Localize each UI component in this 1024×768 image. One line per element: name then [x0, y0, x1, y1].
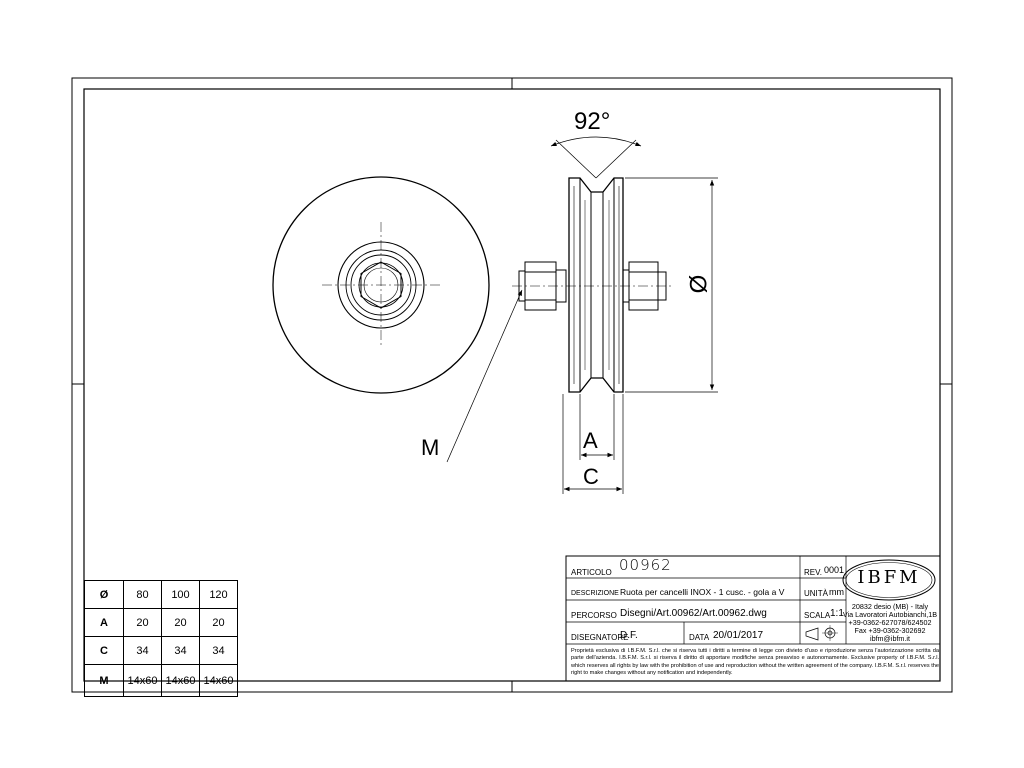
title-block-grid — [565, 555, 941, 682]
table-cell: 20 — [161, 608, 200, 637]
table-row-label: Ø — [84, 580, 124, 609]
percorso-value: Disegni/Art.00962/Art.00962.dwg — [620, 608, 767, 619]
descrizione-label: DESCRIZIONE — [571, 590, 619, 597]
company-phone: +39-0362-627078/624502 — [848, 618, 932, 627]
diameter-label: Ø — [685, 274, 713, 294]
drawing-frame — [71, 77, 953, 693]
data-value: 20/01/2017 — [713, 630, 764, 641]
company-logo — [842, 559, 936, 601]
table-row-label: M — [84, 664, 124, 697]
table-cell: 34 — [123, 636, 162, 665]
table-row-label: A — [84, 608, 124, 637]
data-label: DATA — [689, 633, 710, 642]
copyright-note: Proprietà esclusiva di I.B.F.M. S.r.l. c… — [571, 648, 939, 677]
table-row: M 14x60 14x60 14x60 — [84, 664, 238, 697]
articolo-value: 00962 — [619, 556, 672, 574]
rev-label: REV. — [804, 568, 822, 577]
articolo-label: ARTICOLO — [571, 568, 612, 577]
company-logo-text: IBFM — [857, 567, 921, 588]
percorso-label: PERCORSO — [571, 611, 617, 620]
company-address-line: 20832 desio (MB) - Italy — [851, 602, 929, 611]
dimension-table: Ø 80 100 120 A 20 20 20 C 34 34 34 M 14x… — [84, 580, 238, 697]
table-row-label: C — [84, 636, 124, 665]
rev-value: 0001 — [824, 565, 845, 575]
table-cell: 14x60 — [161, 664, 200, 697]
groove-width-label: A — [583, 428, 598, 453]
table-cell: 34 — [161, 636, 200, 665]
table-cell: 100 — [161, 580, 200, 609]
wheel-side-view — [512, 177, 674, 393]
table-cell: 80 — [123, 580, 162, 609]
disegnatore-label: DISEGNATORE — [571, 633, 629, 642]
table-row: A 20 20 20 — [84, 608, 238, 637]
angle-label: 92° — [574, 108, 611, 135]
company-email: ibfm@ibfm.it — [869, 634, 911, 643]
bolt-label: M — [421, 435, 440, 460]
unita-value: mm — [829, 587, 844, 597]
unita-label: UNITÀ — [804, 589, 828, 598]
scala-label: SCALA — [804, 611, 831, 620]
table-row: Ø 80 100 120 — [84, 580, 238, 609]
table-cell: 14x60 — [199, 664, 238, 697]
scala-value: 1:1 — [830, 608, 844, 619]
table-cell: 14x60 — [123, 664, 162, 697]
table-cell: 34 — [199, 636, 238, 665]
table-cell: 20 — [123, 608, 162, 637]
descrizione-value: Ruota per cancelli INOX - 1 cusc. - gola… — [620, 587, 785, 597]
table-row: C 34 34 34 — [84, 636, 238, 665]
table-cell: 20 — [199, 608, 238, 637]
dimension-lines — [446, 136, 718, 494]
hub-width-label: C — [583, 464, 599, 489]
company-address-line: Via Lavoratori Autobianchi,1B — [842, 610, 938, 619]
table-cell: 120 — [199, 580, 238, 609]
company-fax: Fax +39-0362-302692 — [854, 626, 926, 635]
disegnatore-value: D.F. — [620, 630, 638, 641]
wheel-front-view — [272, 176, 490, 394]
